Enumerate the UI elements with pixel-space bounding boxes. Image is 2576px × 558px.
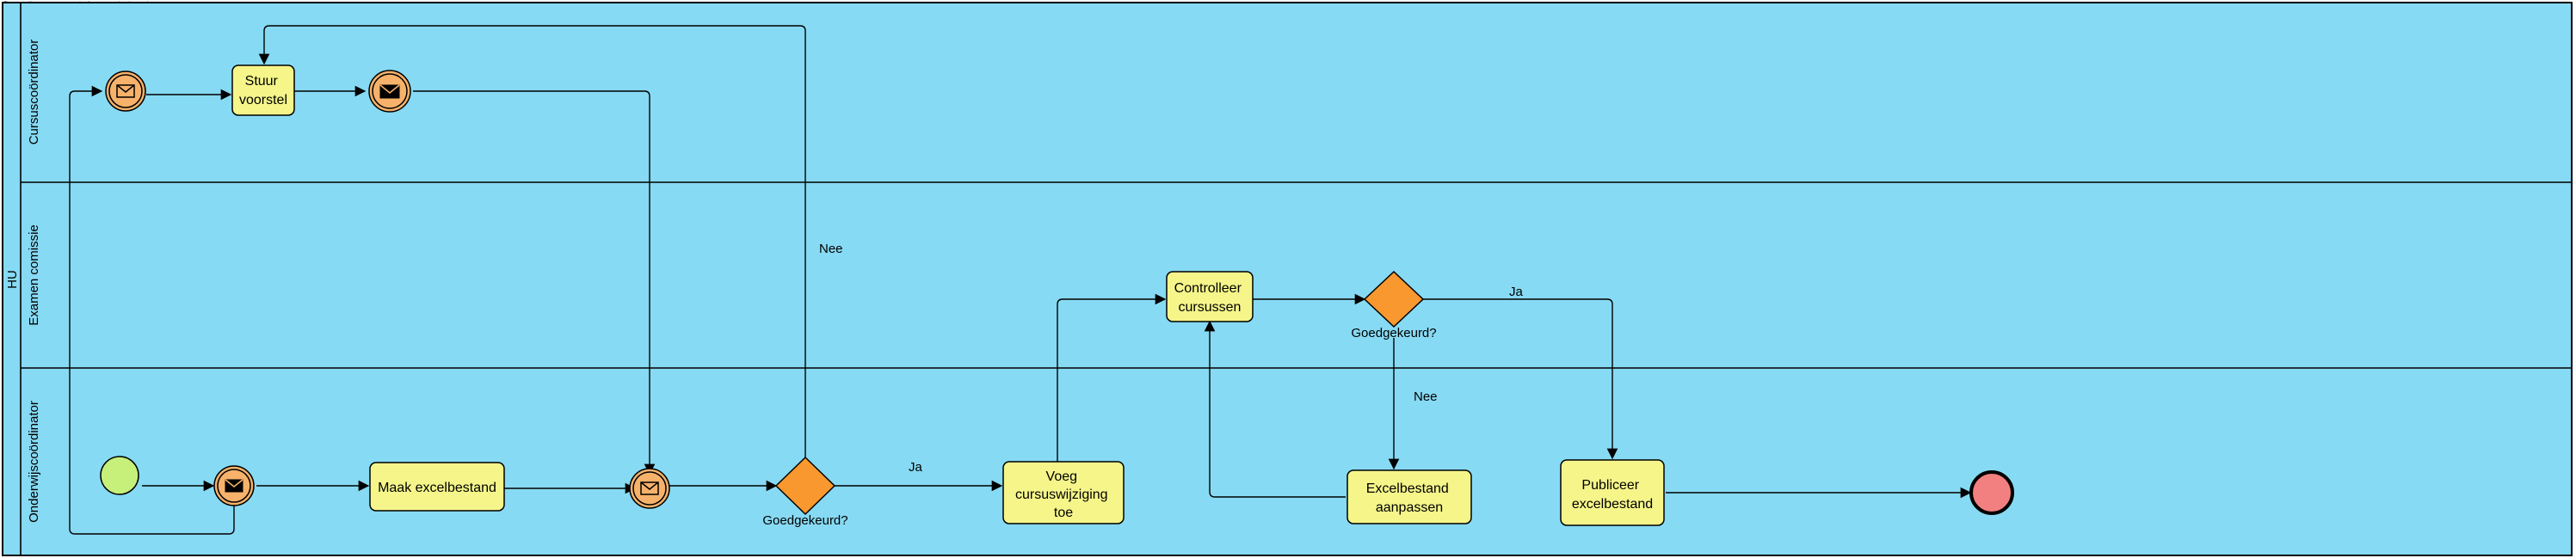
flow-label-ja-gateway1: Ja <box>909 460 923 475</box>
task-maak-excelbestand: Maak excelbestand <box>369 462 505 512</box>
gateway-goedgekeurd-1 <box>774 456 836 516</box>
task-aanpassen-line-2: aanpassen <box>1376 500 1443 515</box>
flow-gateway2-ja-to-publiceer <box>1423 298 1618 460</box>
start-event <box>100 456 139 495</box>
task-voeg-line-2: cursuswijziging <box>1015 487 1108 502</box>
task-controlleer-cursussen: Controlleer cursussen <box>1166 271 1254 322</box>
task-maak-excelbestand-line-1: Maak excelbestand <box>378 481 496 495</box>
task-publiceer-excelbestand: Publiceer excelbestand <box>1560 459 1665 526</box>
task-publiceer-line-1: Publiceer <box>1581 478 1639 493</box>
flow-message-loop-to-lane1 <box>69 85 235 535</box>
task-controlleer-line-2: cursussen <box>1179 300 1242 315</box>
lane-label-cursuscoordinator: Cursuscoördinator <box>27 40 41 145</box>
task-voeg-cursuswijziging-toe: Voeg cursuswijziging toe <box>1002 461 1125 524</box>
flow-gateway1-nee-to-stuur <box>258 25 806 471</box>
task-voeg-line-1: Voeg <box>1046 469 1077 484</box>
message-catch-event-lane3-start <box>213 465 255 506</box>
task-aanpassen-line-1: Excelbestand <box>1366 481 1449 496</box>
svg-text:Controlleer cursussen: Controlleer cursussen <box>1174 281 1246 315</box>
flow-label-nee-gateway2: Nee <box>1414 389 1438 404</box>
flow-send-to-catch <box>413 90 656 475</box>
svg-text:Voeg cursuswijziging: Voeg cursuswijziging toe <box>1015 469 1112 520</box>
end-event <box>1969 470 2014 515</box>
svg-text:Stuur voorstel: Stuur voorstel <box>239 74 287 107</box>
flow-voeg-to-controleer <box>1057 293 1167 462</box>
svg-text:Publiceer excelbestand: Publiceer excelbestand <box>1572 478 1653 512</box>
svg-text:Maak excelbestand: Maak excelbestand <box>378 481 496 495</box>
message-catch-event-lane1 <box>105 71 146 112</box>
task-excelbestand-aanpassen: Excelbestand aanpassen <box>1347 469 1472 524</box>
gateway-goedgekeurd-2 <box>1363 270 1425 328</box>
task-publiceer-line-2: excelbestand <box>1572 497 1653 512</box>
task-stuur-voorstel-line-1: Stuur <box>245 74 279 89</box>
gateway-label-2: Goedgekeurd? <box>1351 326 1436 340</box>
task-stuur-voorstel: Stuur voorstel <box>231 64 295 116</box>
message-catch-event-lane3 <box>629 468 670 509</box>
gateway-label-1: Goedgekeurd? <box>762 513 847 528</box>
flow-aanpassen-to-controleer <box>1204 320 1346 498</box>
message-throw-event-lane1 <box>368 70 411 113</box>
flow-label-nee-top: Nee <box>819 242 843 256</box>
pool-label: HU <box>5 270 20 289</box>
lane-label-examen-comissie: Examen comissie <box>27 224 41 326</box>
task-stuur-voorstel-line-2: voorstel <box>239 93 287 107</box>
task-voeg-line-3: toe <box>1054 506 1073 520</box>
lane-label-onderwijscoordinator: Onderwijscoördinator <box>27 401 41 523</box>
task-controlleer-line-1: Controlleer <box>1174 281 1242 296</box>
svg-text:Excelbestand aanpassen: Excelbestand aanpassen <box>1366 481 1453 515</box>
flow-label-ja-gateway2: Ja <box>1509 285 1524 299</box>
